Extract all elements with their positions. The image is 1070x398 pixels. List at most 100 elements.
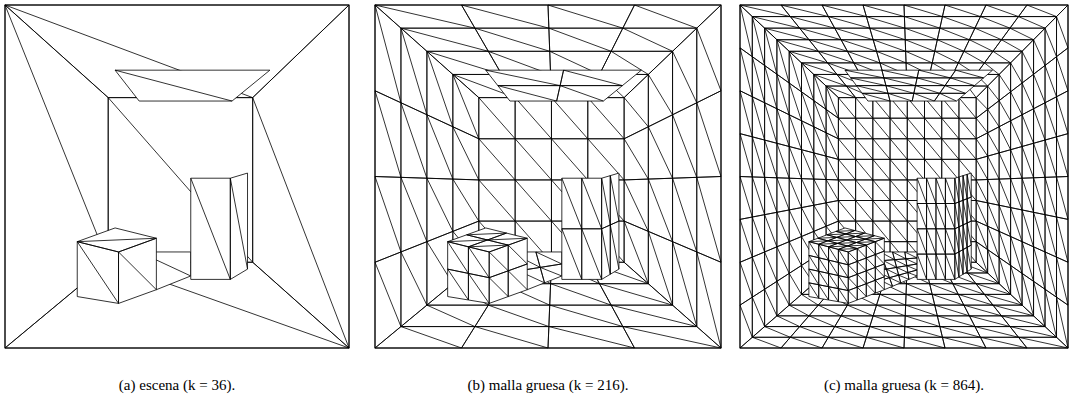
- mesh-edge: [927, 229, 936, 254]
- mesh-edge: [740, 305, 752, 337]
- mesh-edge: [866, 284, 875, 293]
- mesh-edge: [993, 51, 1011, 63]
- mesh-edge: [802, 179, 814, 206]
- mesh-edge: [475, 28, 550, 51]
- mesh-edge: [906, 51, 933, 63]
- mesh-edge: [1057, 17, 1068, 48]
- mesh-edge: [814, 74, 826, 109]
- mesh-edge: [822, 337, 866, 348]
- mesh-edge: [906, 294, 935, 305]
- mesh-edge: [1034, 28, 1045, 74]
- mesh-edge: [623, 327, 721, 348]
- mesh-edge: [1045, 289, 1056, 337]
- mesh-edge: [937, 40, 964, 52]
- mesh-edge: [752, 137, 764, 178]
- mesh-edge: [1057, 217, 1068, 262]
- mesh-edge: [877, 51, 907, 63]
- mesh-edge: [905, 316, 940, 327]
- mesh-edge: [826, 156, 838, 180]
- mesh-edge: [1045, 177, 1056, 217]
- mesh-edge: [875, 264, 884, 280]
- mesh-edge: [958, 294, 993, 305]
- mesh-edge: [548, 5, 623, 28]
- mesh-edge: [927, 178, 936, 203]
- mesh-edge: [697, 28, 721, 91]
- mesh-edge: [963, 200, 967, 223]
- mesh-edge: [427, 115, 453, 179]
- mesh-edge: [856, 201, 873, 222]
- mesh-edge: [599, 284, 672, 305]
- mesh-edge: [789, 208, 801, 242]
- mesh-edge: [697, 252, 721, 348]
- mesh-edge: [1001, 316, 1045, 327]
- mesh-edge: [540, 267, 562, 276]
- mesh-edge: [468, 247, 489, 278]
- mesh-edge: [873, 201, 890, 222]
- mesh-edge: [752, 215, 764, 257]
- mesh-edge: [976, 159, 987, 179]
- mesh-edge: [1034, 140, 1045, 178]
- mesh-edge: [836, 228, 855, 234]
- mesh-edge: [856, 201, 873, 222]
- mesh-edge: [611, 28, 697, 51]
- mesh-edge: [1057, 134, 1068, 177]
- mesh-edge: [890, 139, 907, 160]
- mesh-edge: [904, 5, 942, 17]
- mesh-edge: [777, 74, 789, 115]
- mesh-edge: [993, 305, 1034, 316]
- mesh-edge: [857, 284, 866, 300]
- mesh-edge: [752, 297, 764, 326]
- mesh-edge: [870, 28, 905, 40]
- mesh-edge: [862, 93, 890, 101]
- mesh-edge: [837, 234, 856, 240]
- mesh-edge: [752, 327, 799, 338]
- mesh-edge: [838, 118, 855, 139]
- mesh-edge: [375, 177, 401, 252]
- mesh-edge: [375, 5, 401, 103]
- mesh-edge: [611, 305, 697, 326]
- mesh-edge: [862, 93, 890, 101]
- panel-border: [740, 5, 1068, 348]
- mesh-edge: [838, 180, 855, 201]
- mesh-edge: [993, 305, 1034, 316]
- mesh-edge: [802, 150, 814, 179]
- mesh-edge: [976, 242, 987, 273]
- mesh-edge: [875, 238, 884, 254]
- mesh-edge: [599, 284, 672, 305]
- mesh-edge: [866, 271, 875, 280]
- mesh-edge: [1011, 237, 1022, 274]
- mesh-edge: [866, 327, 904, 338]
- mesh-edge: [740, 134, 752, 177]
- scene-object: [77, 228, 156, 303]
- mesh-edge: [942, 139, 959, 160]
- mesh-edge: [375, 327, 475, 348]
- mesh-edge: [829, 273, 839, 288]
- mesh-edge: [907, 118, 924, 139]
- mesh-edge: [453, 127, 479, 180]
- mesh-edge: [838, 240, 857, 246]
- mesh-edge: [875, 251, 884, 267]
- mesh-edge: [942, 159, 959, 180]
- mesh-edge: [624, 98, 648, 127]
- mesh-edge: [865, 236, 884, 242]
- mesh-edge: [624, 179, 648, 231]
- mesh-edge: [895, 260, 907, 266]
- mesh-edge: [967, 221, 971, 247]
- mesh-edge: [582, 178, 602, 229]
- mesh-edge: [976, 156, 987, 180]
- mesh-edge: [486, 70, 560, 85]
- mesh-edge: [789, 210, 801, 237]
- mesh-edge: [841, 305, 876, 316]
- mesh-edge: [536, 252, 562, 264]
- mesh-edge: [890, 201, 907, 222]
- mesh-edge: [1022, 242, 1033, 282]
- mesh-edge: [1045, 57, 1056, 103]
- mesh-edge: [1034, 74, 1045, 103]
- mesh-edge: [468, 273, 489, 303]
- mesh-edge: [890, 180, 907, 201]
- mesh-edge: [765, 177, 777, 214]
- mesh-edge: [906, 51, 935, 63]
- mesh-edge: [917, 229, 926, 254]
- mesh-edge: [515, 180, 551, 221]
